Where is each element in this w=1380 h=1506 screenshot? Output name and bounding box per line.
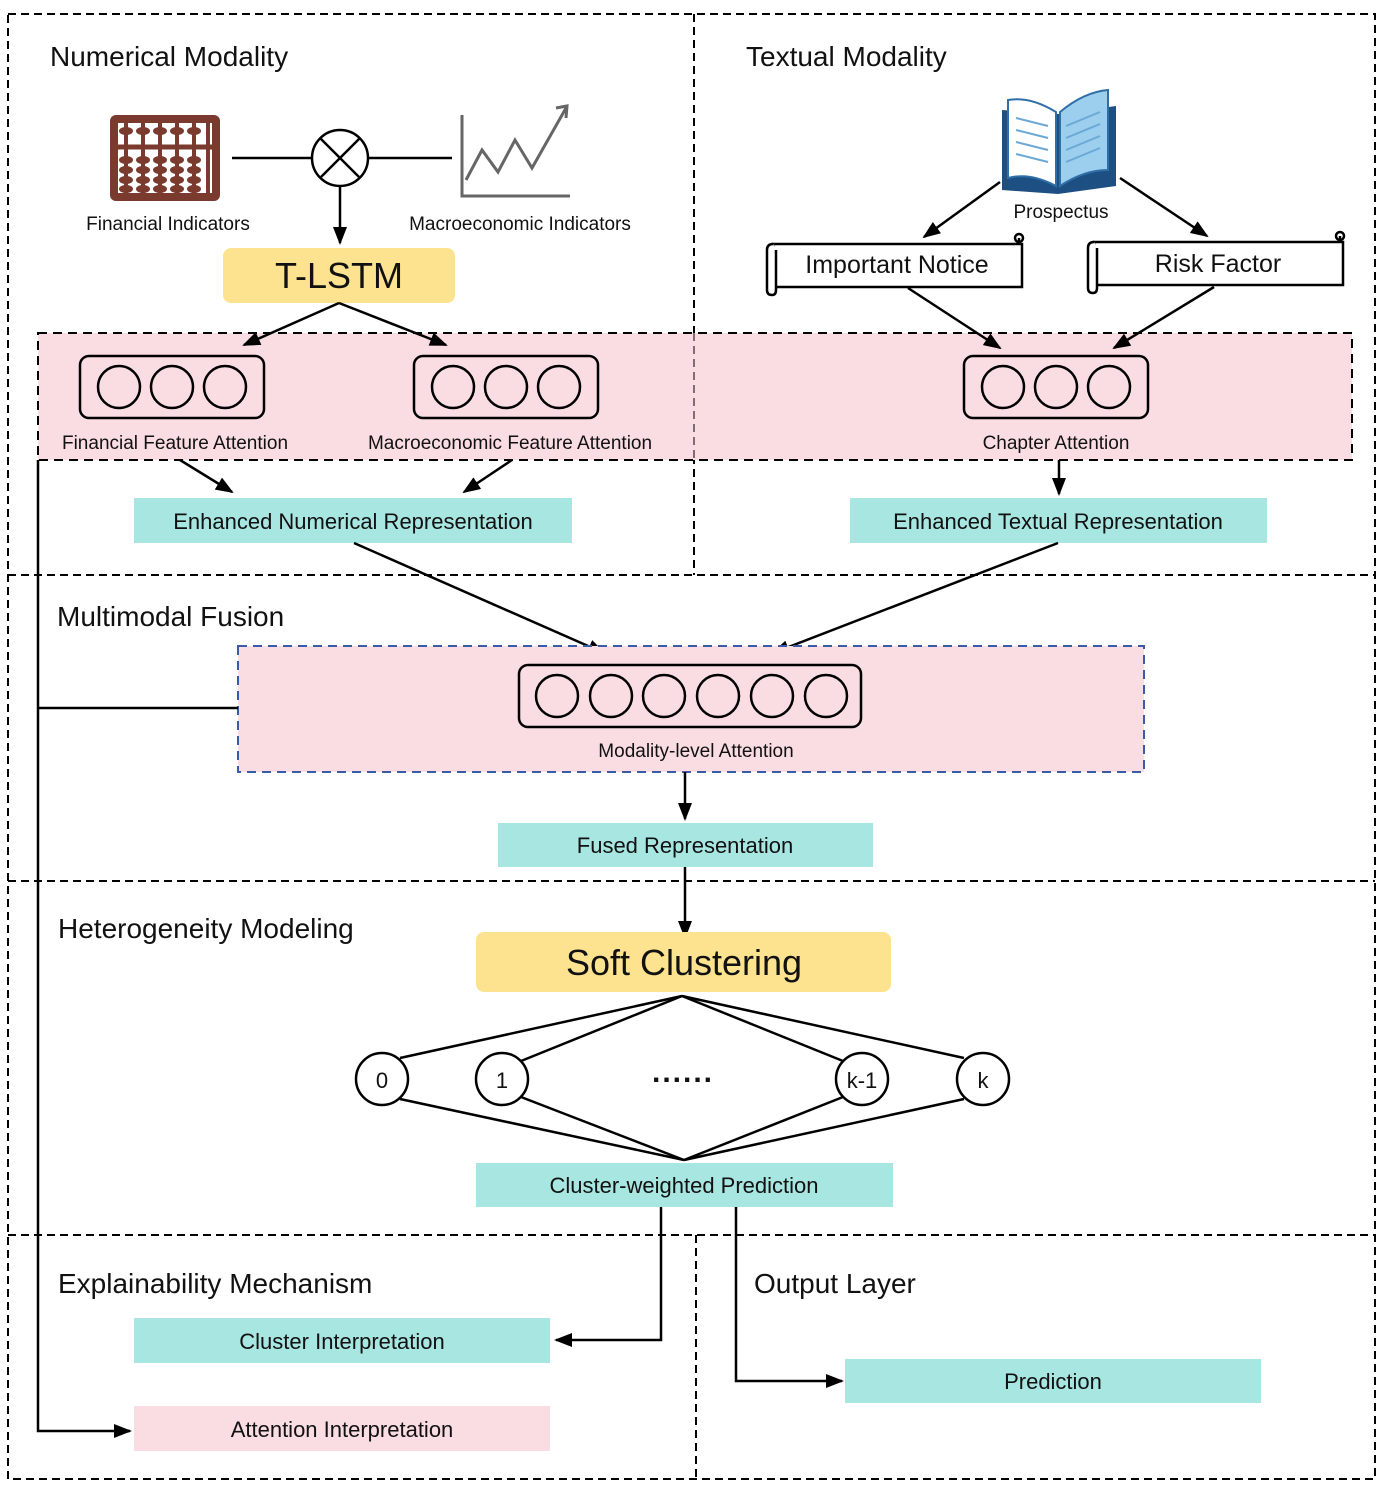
arrow-to-cluster-interpretation <box>554 1207 663 1347</box>
section-title-fusion: Multimodal Fusion <box>57 601 284 632</box>
svg-text:k-1: k-1 <box>847 1068 878 1093</box>
macroeconomic-indicators-label: Macroeconomic Indicators <box>409 214 631 235</box>
fused-representation-label: Fused Representation <box>577 833 793 858</box>
line-chart-icon <box>460 104 570 198</box>
section-title-explainability: Explainability Mechanism <box>58 1268 372 1299</box>
arrow-prospectus-to-notice <box>922 180 1001 239</box>
cluster-prediction-label: Cluster-weighted Prediction <box>549 1173 818 1198</box>
cluster-interpretation-box <box>134 1318 550 1363</box>
cluster-node-0: 0 <box>354 1051 410 1107</box>
textual-representation-box <box>850 498 1267 543</box>
section-title-heterogeneity: Heterogeneity Modeling <box>58 913 354 944</box>
macro-attention-label: Macroeconomic Feature Attention <box>368 433 652 454</box>
arrow-to-attention-interpretation <box>36 460 132 1438</box>
arrow-numerical-to-fusion <box>353 541 606 655</box>
important-notice-label: Important Notice <box>805 251 988 279</box>
feature-attention-panel <box>37 332 1353 461</box>
soft-clustering-box <box>476 932 891 992</box>
arrow-textual-to-fusion <box>771 541 1059 655</box>
arrow-to-prediction <box>734 1207 844 1388</box>
arrow-tlstm-to-macro-attention <box>338 301 448 347</box>
arrow-prospectus-to-risk <box>1119 176 1209 238</box>
modality-attention-panel <box>237 645 1145 773</box>
arrow-notice-to-chapter-attention <box>907 286 1002 350</box>
textual-representation-label: Enhanced Textual Representation <box>893 509 1223 534</box>
arrow-tlstm-to-financial-attention <box>242 301 340 347</box>
cluster-node-k: k <box>955 1051 1011 1107</box>
fused-representation-box <box>498 823 873 867</box>
risk-factor-label: Risk Factor <box>1155 250 1281 278</box>
cluster-node-k-1: k-1 <box>834 1051 890 1107</box>
svg-text:k: k <box>978 1068 990 1093</box>
cluster-connections <box>399 994 965 1162</box>
numerical-representation-label: Enhanced Numerical Representation <box>173 509 533 534</box>
svg-text:0: 0 <box>376 1068 388 1093</box>
circle-times-icon <box>232 128 452 188</box>
attention-interpretation-label: Attention Interpretation <box>231 1417 454 1442</box>
financial-attention-label: Financial Feature Attention <box>62 433 288 454</box>
arrow-risk-to-chapter-attention <box>1112 285 1215 350</box>
modality-attention-block <box>517 663 863 729</box>
financial-attention-block <box>78 354 266 420</box>
prediction-label: Prediction <box>1004 1369 1102 1394</box>
financial-indicators-label: Financial Indicators <box>86 214 250 235</box>
attention-interpretation-box <box>134 1406 550 1451</box>
cluster-interpretation-label: Cluster Interpretation <box>239 1329 444 1354</box>
tlstm-box <box>223 248 455 303</box>
important-notice-scroll <box>765 232 1025 297</box>
book-icon <box>1002 88 1116 194</box>
prospectus-label: Prospectus <box>1013 202 1108 223</box>
section-title-output: Output Layer <box>754 1268 916 1299</box>
cluster-node-1: 1 <box>474 1051 530 1107</box>
cluster-prediction-box <box>476 1163 893 1207</box>
cluster-ellipsis: ...... <box>652 1056 714 1089</box>
svg-text:1: 1 <box>496 1068 508 1093</box>
tlstm-label: T-LSTM <box>275 255 403 296</box>
outer-frame <box>7 13 1376 1480</box>
numerical-representation-box <box>134 498 572 543</box>
section-title-numerical: Numerical Modality <box>50 41 288 72</box>
soft-clustering-label: Soft Clustering <box>566 942 802 983</box>
prediction-box <box>845 1359 1261 1403</box>
abacus-icon <box>110 115 220 201</box>
risk-factor-scroll <box>1086 230 1346 295</box>
chapter-attention-block <box>962 354 1150 420</box>
modality-attention-label: Modality-level Attention <box>598 741 793 762</box>
section-borders <box>7 13 1376 1480</box>
arrow-financial-to-numerical-rep <box>179 458 234 494</box>
macro-attention-block <box>412 354 600 420</box>
arrow-macro-to-numerical-rep <box>462 458 513 494</box>
section-title-textual: Textual Modality <box>746 41 947 72</box>
chapter-attention-label: Chapter Attention <box>983 433 1130 454</box>
